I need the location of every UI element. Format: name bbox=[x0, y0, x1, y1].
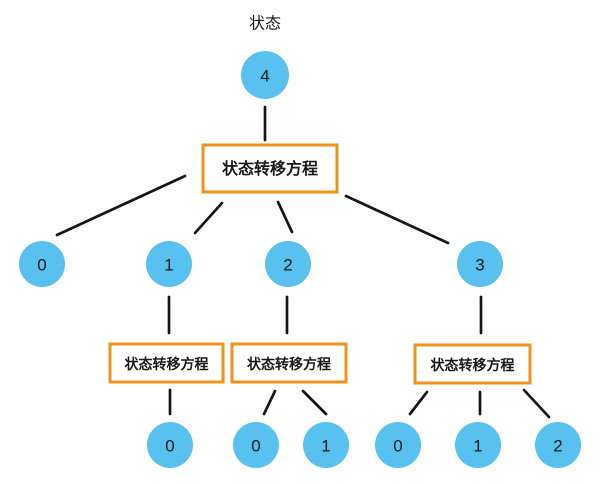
leaf-2-1 bbox=[303, 422, 349, 468]
edge-rootbox-3 bbox=[344, 194, 450, 245]
leaf-3-0 bbox=[375, 422, 421, 468]
leaf-2-0 bbox=[233, 422, 279, 468]
state-3 bbox=[457, 241, 503, 287]
transition-box-1-label: 状态转移方程 bbox=[125, 356, 209, 372]
transition-box-1 bbox=[108, 342, 225, 384]
leaf-3-2-label: 2 bbox=[553, 437, 562, 456]
state-0 bbox=[19, 241, 65, 287]
edge-box3-leaf2 bbox=[522, 388, 551, 419]
state-title-label: 状态 bbox=[249, 15, 281, 33]
state-2-label: 2 bbox=[283, 256, 292, 275]
state-1-label: 1 bbox=[164, 256, 173, 275]
state-3-label: 3 bbox=[475, 256, 484, 275]
edge-rootbox-2 bbox=[276, 200, 294, 234]
transition-box-3 bbox=[413, 343, 532, 385]
edge-box3-leaf0 bbox=[408, 390, 429, 416]
edge-rootbox-0 bbox=[55, 174, 187, 237]
leaf-2-0-label: 0 bbox=[251, 437, 260, 456]
edge-rootbox-1 bbox=[193, 201, 224, 235]
transition-box-2 bbox=[230, 342, 348, 384]
state-1 bbox=[146, 241, 192, 287]
transition-box-root bbox=[201, 143, 339, 194]
leaf-1-0 bbox=[147, 422, 193, 468]
leaf-3-1-label: 1 bbox=[473, 437, 482, 456]
state-0-label: 0 bbox=[37, 256, 46, 275]
state-4 bbox=[241, 51, 289, 99]
transition-box-3-label: 状态转移方程 bbox=[431, 357, 515, 373]
transition-box-2-label: 状态转移方程 bbox=[247, 356, 331, 372]
leaf-3-1 bbox=[455, 422, 501, 468]
leaf-2-1-label: 1 bbox=[321, 437, 330, 456]
edge-box2-leaf0 bbox=[262, 389, 277, 416]
leaf-1-0-label: 0 bbox=[165, 437, 174, 456]
transition-box-root-label: 状态转移方程 bbox=[222, 159, 318, 178]
edge-box2-leaf1 bbox=[301, 389, 328, 416]
leaf-3-0-label: 0 bbox=[393, 437, 402, 456]
leaf-3-2 bbox=[535, 422, 581, 468]
state-2 bbox=[265, 241, 311, 287]
state-4-label: 4 bbox=[260, 67, 269, 86]
